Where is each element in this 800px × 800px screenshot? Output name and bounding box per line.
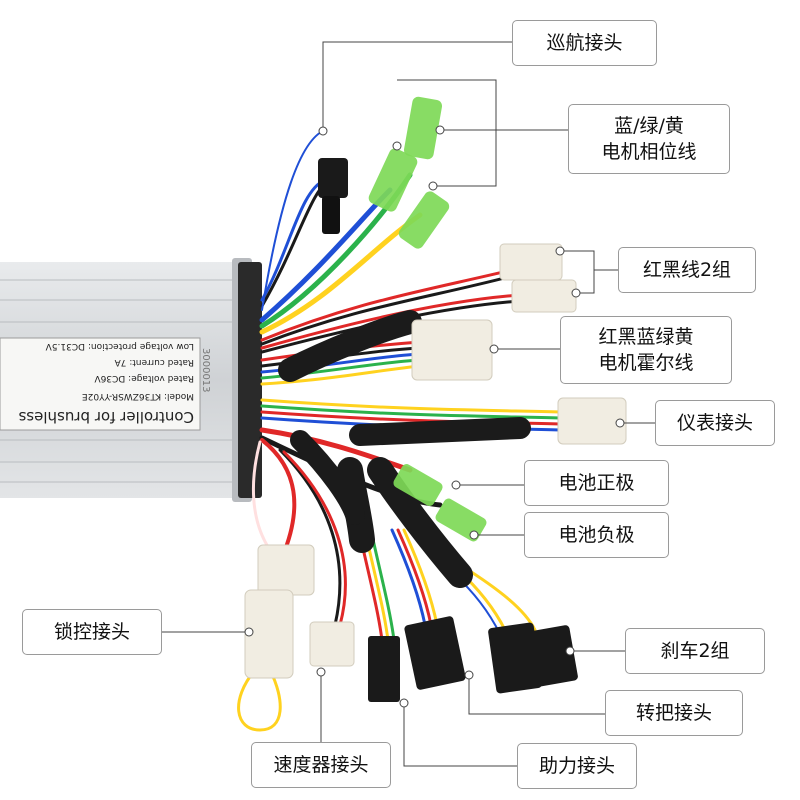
sleeves xyxy=(278,310,531,588)
label-rated-current: Rated current: 7A xyxy=(114,357,194,367)
callout-meter: 仪表接头 xyxy=(655,400,775,446)
callout-motor-phase-line2: 电机相位线 xyxy=(601,141,697,163)
callout-assist: 助力接头 xyxy=(517,743,637,789)
callout-hall-line1: 红黑蓝绿黄 xyxy=(598,326,694,348)
controller-housing xyxy=(0,258,262,502)
callout-motor-phase: 蓝/绿/黄 电机相位线 xyxy=(568,104,730,174)
callout-lock-text: 锁控接头 xyxy=(53,621,130,643)
callout-cruise-text: 巡航接头 xyxy=(546,32,623,54)
callout-hall: 红黑蓝绿黄 电机霍尔线 xyxy=(560,316,732,384)
callout-throttle: 转把接头 xyxy=(605,690,743,736)
label-low-voltage: Low voltage protection: DC31.5V xyxy=(45,341,194,351)
callout-cruise: 巡航接头 xyxy=(512,20,657,66)
label-side-code: 3000013 xyxy=(200,348,211,393)
leader-dots xyxy=(244,125,625,708)
callout-battery-pos: 电池正极 xyxy=(524,460,669,506)
callout-brake-text: 刹车2组 xyxy=(660,640,730,662)
callout-lock: 锁控接头 xyxy=(22,609,162,655)
callout-brake: 刹车2组 xyxy=(625,628,765,674)
callout-meter-text: 仪表接头 xyxy=(676,412,753,434)
callout-motor-phase-line1: 蓝/绿/黄 xyxy=(614,115,684,137)
callout-battery-neg-text: 电池负极 xyxy=(558,524,635,546)
callout-assist-text: 助力接头 xyxy=(538,755,615,777)
callout-red-black-pair: 红黑线2组 xyxy=(618,247,756,293)
callout-throttle-text: 转把接头 xyxy=(635,702,712,724)
label-title: Controller for brushless xyxy=(18,408,194,426)
label-rated-voltage: Rated voltage: DC36V xyxy=(94,373,194,383)
callout-battery-neg: 电池负极 xyxy=(524,512,669,558)
label-model: Model: KT36ZWSR-YY02E xyxy=(82,391,194,401)
callout-battery-pos-text: 电池正极 xyxy=(558,472,635,494)
leader-lines xyxy=(162,41,655,767)
callout-speed-text: 速度器接头 xyxy=(273,754,369,776)
callout-hall-line2: 电机霍尔线 xyxy=(598,352,694,374)
callout-speed: 速度器接头 xyxy=(251,742,391,788)
connectors xyxy=(244,96,627,702)
callout-red-black-pair-text: 红黑线2组 xyxy=(642,259,732,281)
